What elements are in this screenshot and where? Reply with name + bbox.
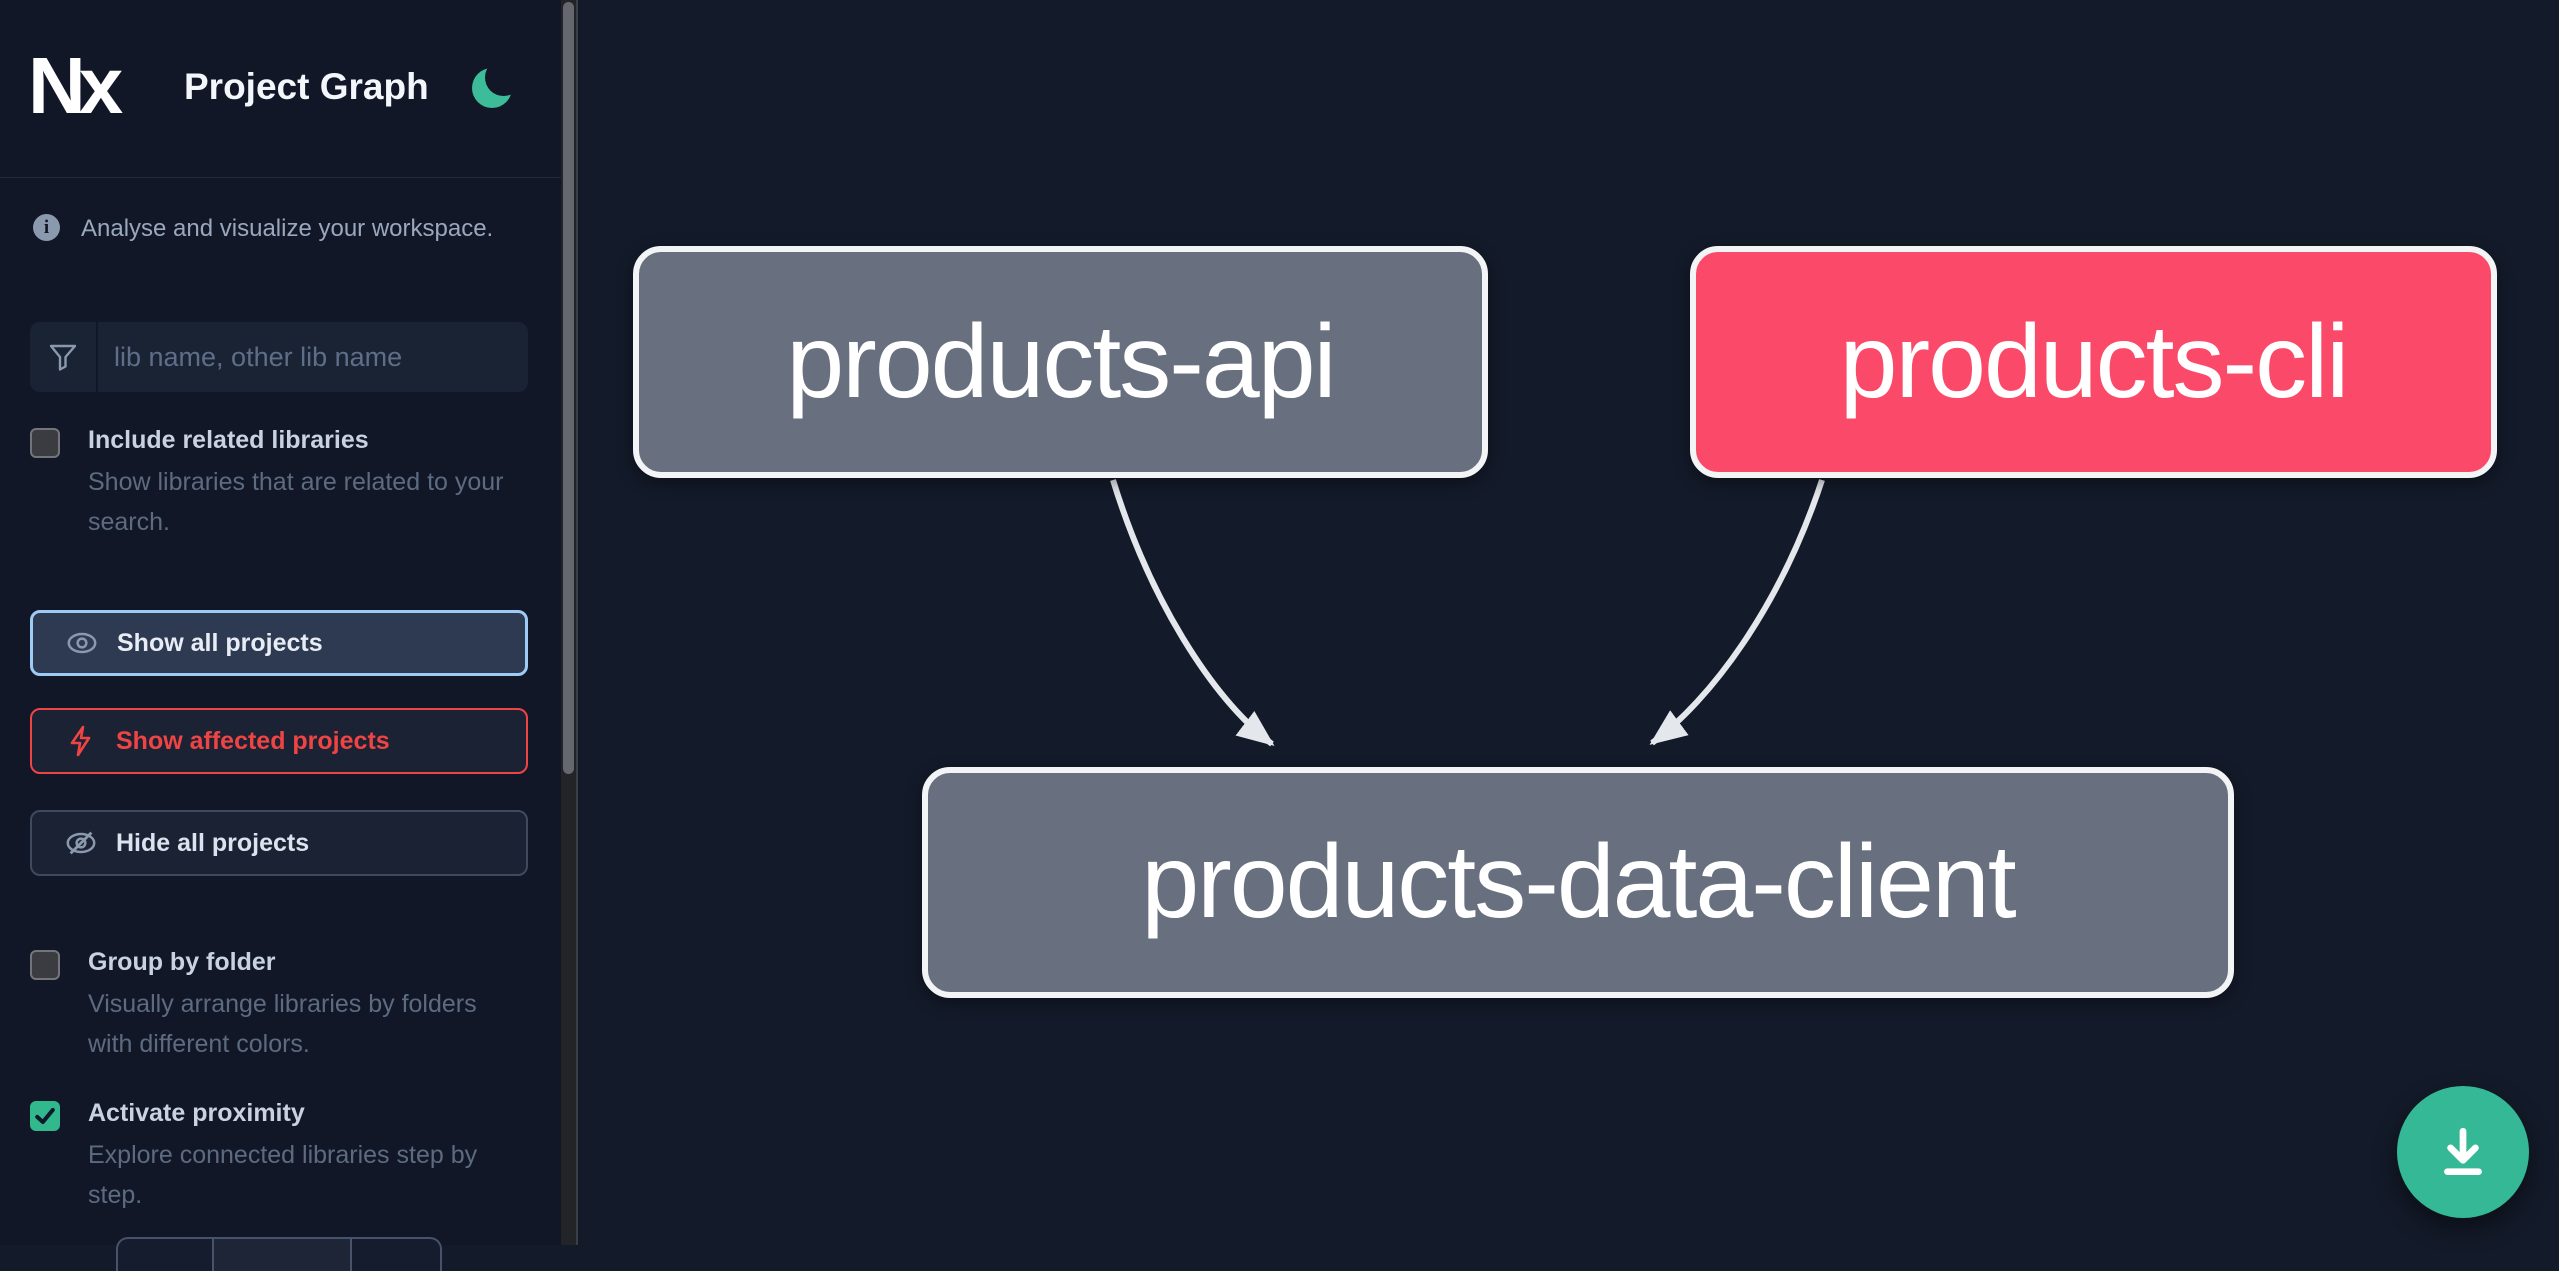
node-label: products-data-client bbox=[1141, 824, 2016, 940]
search-box bbox=[30, 322, 528, 392]
sidebar-header: Nx Project Graph bbox=[0, 0, 561, 178]
download-icon bbox=[2444, 1127, 2482, 1176]
node-label: products-cli bbox=[1839, 303, 2350, 420]
stepper-value bbox=[212, 1239, 350, 1271]
include-related-label[interactable]: Include related libraries bbox=[88, 426, 369, 454]
group-by-folder-label[interactable]: Group by folder bbox=[88, 948, 276, 976]
proximity-depth-stepper[interactable] bbox=[116, 1237, 442, 1271]
tagline-row: i Analyse and visualize your workspace. bbox=[0, 206, 561, 256]
include-related-description: Show libraries that are related to your … bbox=[88, 468, 504, 536]
group-by-folder-description: Visually arrange libraries by folders wi… bbox=[88, 990, 477, 1058]
graph-node-products-api[interactable]: products-api bbox=[633, 246, 1488, 478]
page-title: Project Graph bbox=[184, 66, 429, 107]
include-related-checkbox[interactable] bbox=[30, 428, 60, 458]
eye-icon bbox=[65, 626, 99, 660]
sidebar: Nx Project Graph i Analyse and visualize… bbox=[0, 0, 561, 1271]
node-label: products-api bbox=[786, 303, 1336, 420]
download-image-button[interactable] bbox=[2397, 1086, 2529, 1218]
tagline-text: Analyse and visualize your workspace. bbox=[81, 215, 494, 242]
funnel-icon bbox=[30, 322, 98, 392]
show-affected-projects-button[interactable]: Show affected projects bbox=[30, 708, 528, 774]
edge-cli-to-data-client[interactable] bbox=[1649, 479, 1825, 746]
bolt-icon bbox=[64, 724, 98, 758]
edge-api-to-data-client[interactable] bbox=[1110, 479, 1275, 747]
nx-logo[interactable]: Nx bbox=[28, 41, 123, 130]
filter-projects-input[interactable] bbox=[98, 322, 528, 392]
graph-node-products-cli[interactable]: products-cli bbox=[1690, 246, 2497, 478]
activate-proximity-label[interactable]: Activate proximity bbox=[88, 1099, 305, 1127]
show-all-projects-button[interactable]: Show all projects bbox=[30, 610, 528, 676]
theme-toggle-moon-icon[interactable] bbox=[472, 59, 522, 108]
scrollbar-thumb[interactable] bbox=[563, 2, 574, 774]
stepper-decrement[interactable] bbox=[118, 1239, 212, 1271]
info-icon: i bbox=[33, 214, 60, 241]
sidebar-scrollbar[interactable] bbox=[561, 0, 578, 1245]
stepper-increment[interactable] bbox=[350, 1239, 440, 1271]
group-by-folder-checkbox[interactable] bbox=[30, 950, 60, 980]
checkmark-icon bbox=[35, 1107, 55, 1125]
graph-node-products-data-client[interactable]: products-data-client bbox=[922, 767, 2234, 998]
activate-proximity-description: Explore connected libraries step by step… bbox=[88, 1141, 478, 1209]
hide-all-projects-button[interactable]: Hide all projects bbox=[30, 810, 528, 876]
eye-off-icon bbox=[64, 826, 98, 860]
activate-proximity-checkbox[interactable] bbox=[30, 1101, 60, 1131]
